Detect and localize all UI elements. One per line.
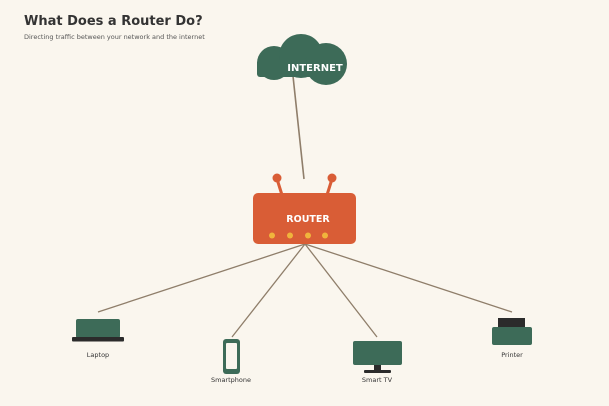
status-light — [322, 232, 328, 239]
device-printer: Printer — [492, 318, 532, 359]
device-label: Laptop — [87, 351, 109, 359]
router-label: ROUTER — [286, 214, 330, 225]
device-label: Smartphone — [211, 376, 251, 384]
status-light — [269, 232, 275, 239]
device-smart-tv: Smart TV — [353, 341, 402, 384]
router-icon — [253, 193, 356, 244]
connector-router-printer — [304, 243, 513, 313]
device-label: Printer — [501, 351, 523, 359]
router-node: ROUTER — [253, 173, 356, 244]
device-laptop: Laptop — [72, 319, 124, 359]
printer-icon — [492, 318, 532, 345]
status-light — [287, 232, 293, 239]
status-light — [305, 232, 311, 239]
internet-node: INTERNET — [257, 34, 347, 85]
connector-internet-router — [292, 75, 305, 180]
device-label: Smart TV — [362, 376, 393, 384]
status-lights — [269, 232, 328, 239]
connector-router-smart-tv — [304, 243, 378, 338]
connector-router-smartphone — [231, 243, 306, 338]
tv-icon — [353, 341, 402, 373]
page-title: What Does a Router Do? — [24, 14, 203, 29]
antenna-icon — [272, 173, 337, 196]
laptop-icon — [72, 319, 124, 342]
page-subtitle: Directing traffic between your network a… — [24, 33, 205, 41]
smartphone-icon — [223, 339, 240, 374]
internet-label: INTERNET — [287, 63, 343, 74]
connector-router-laptop — [97, 243, 306, 313]
cloud-icon — [257, 34, 347, 85]
device-smartphone: Smartphone — [211, 339, 251, 384]
